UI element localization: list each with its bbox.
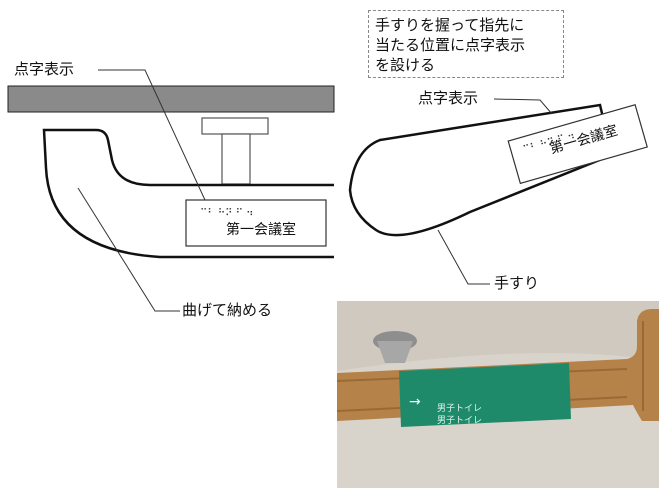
leader-tenji-right xyxy=(493,98,553,115)
photo-label-1: 男子トイレ xyxy=(437,404,483,414)
label-tenji-left: 点字表示 xyxy=(14,60,75,78)
note-line-3: を設ける xyxy=(375,56,436,74)
note-box: 手すりを握って指先に 当たる位置に点字表示 を設ける xyxy=(368,10,564,78)
room-name-left: 第一会議室 xyxy=(226,222,296,238)
photo-drawing: → xyxy=(337,301,659,488)
label-magete: 曲げて納める xyxy=(182,301,273,319)
label-tenji-right: 点字表示 xyxy=(418,89,479,107)
leader-tesuri xyxy=(437,229,490,285)
braille-dots-left: ⠉⠃ ⠓⠝ ⠋ ⠲ xyxy=(200,208,253,219)
braille-plate-right: ⠉⠃ ⠓⠝ ⠋ ⠲ xyxy=(507,103,648,185)
left-handrail xyxy=(42,128,334,259)
note-line-2: 当たる位置に点字表示 xyxy=(375,36,526,54)
note-line-1: 手すりを握って指先に xyxy=(375,16,525,34)
leader-magete xyxy=(77,187,180,312)
ceiling-slab xyxy=(7,85,335,113)
photo-label-2: 男子トイレ xyxy=(437,416,483,426)
braille-plate-left xyxy=(185,199,327,247)
handrail-photo: → 男子トイレ 男子トイレ xyxy=(337,301,659,488)
label-tesuri: 手すり xyxy=(494,274,540,292)
bracket-plate xyxy=(201,117,269,135)
right-handrail xyxy=(348,103,614,237)
bracket-post xyxy=(221,133,251,185)
svg-text:→: → xyxy=(409,394,421,410)
leader-tenji-left xyxy=(98,69,206,201)
